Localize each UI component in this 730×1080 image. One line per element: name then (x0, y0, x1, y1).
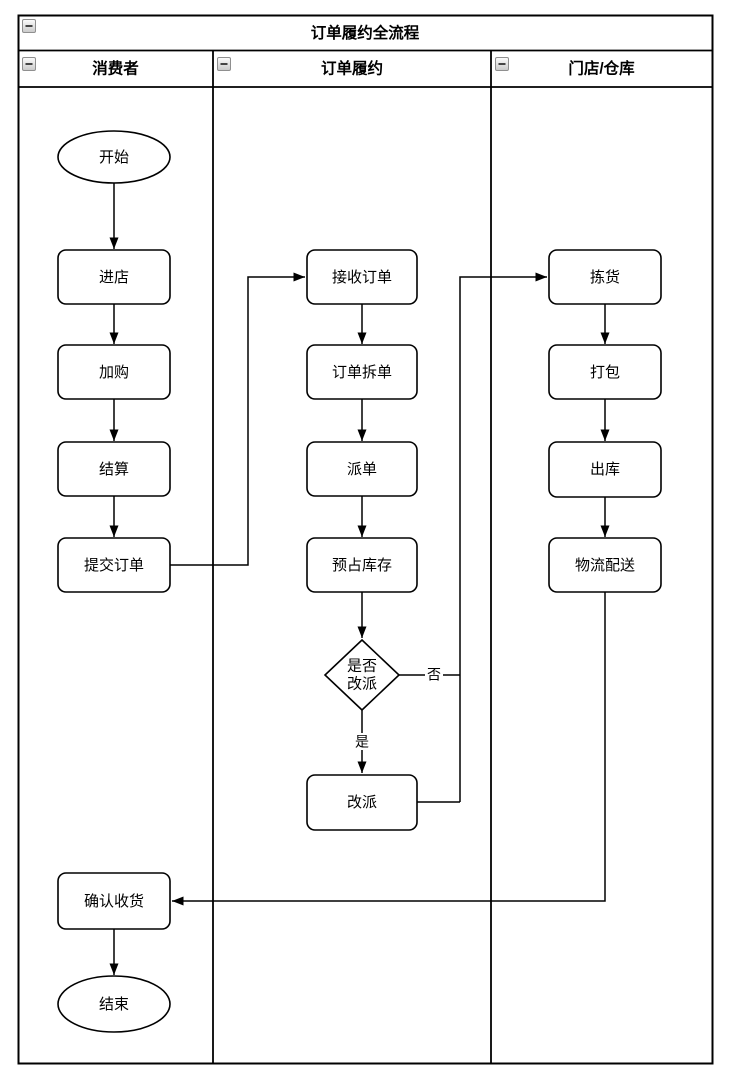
pool-title: 订单履约全流程 (311, 23, 420, 42)
node-add-to-cart[interactable]: 加购 (57, 344, 171, 400)
edge-label-yes: 是 (353, 733, 371, 750)
node-reserve-inventory-label: 预占库存 (332, 557, 392, 574)
node-dispatch[interactable]: 派单 (306, 441, 418, 497)
node-outbound-label: 出库 (590, 461, 620, 478)
edge-label-yes-text: 是 (355, 734, 369, 750)
node-checkout-label: 结算 (99, 460, 129, 478)
collapse-lane-store-icon[interactable] (495, 57, 509, 71)
packing-box[interactable] (548, 344, 662, 400)
end-ellipse[interactable] (57, 975, 171, 1033)
node-logistics-delivery-label: 物流配送 (575, 557, 635, 574)
node-reassign-decision-label-line2: 改派 (347, 676, 377, 693)
outbound-box[interactable] (548, 441, 662, 498)
split-order-box[interactable] (306, 344, 418, 400)
node-start[interactable]: 开始 (57, 130, 171, 184)
node-reassign-label: 改派 (347, 794, 377, 811)
edge-submit-order-to-receive-order (170, 272, 305, 566)
logistics-delivery-box[interactable] (548, 537, 662, 593)
edge-label-no: 否 (425, 666, 443, 683)
reserve-inventory-box[interactable] (306, 537, 418, 593)
lane-header-fulfillment[interactable]: 订单履约 (321, 59, 383, 78)
node-outbound[interactable]: 出库 (548, 441, 662, 498)
node-confirm-receipt[interactable]: 确认收货 (57, 872, 171, 930)
node-reassign-decision-label-line1: 是否 (347, 658, 377, 675)
node-split-order[interactable]: 订单拆单 (306, 344, 418, 400)
node-reassign[interactable]: 改派 (306, 774, 418, 831)
enter-store-box[interactable] (57, 249, 171, 305)
node-enter-store[interactable]: 进店 (57, 249, 171, 305)
node-picking[interactable]: 拣货 (548, 249, 662, 305)
pool: 订单履约全流程 消费者 订单履约 门店/仓库 (17, 14, 714, 1065)
checkout-box[interactable] (57, 441, 171, 497)
submit-order-box[interactable] (57, 537, 171, 593)
node-dispatch-label: 派单 (347, 461, 377, 478)
node-end-label: 结束 (99, 996, 129, 1013)
picking-box[interactable] (548, 249, 662, 305)
collapse-pool-icon[interactable] (22, 19, 36, 33)
edge-label-no-bg (425, 666, 443, 683)
node-submit-order[interactable]: 提交订单 (57, 537, 171, 593)
receive-order-box[interactable] (306, 249, 418, 305)
confirm-receipt-box[interactable] (57, 872, 171, 930)
start-ellipse[interactable] (57, 130, 171, 184)
reassign-box[interactable] (306, 774, 418, 831)
reassign-decision-diamond[interactable] (323, 638, 401, 712)
node-submit-order-label: 提交订单 (84, 556, 144, 574)
collapse-lane-consumer-icon[interactable] (22, 57, 36, 71)
node-checkout[interactable]: 结算 (57, 441, 171, 497)
node-receive-order[interactable]: 接收订单 (306, 249, 418, 305)
add-to-cart-box[interactable] (57, 344, 171, 400)
node-enter-store-label: 进店 (99, 269, 129, 286)
node-add-to-cart-label: 加购 (99, 364, 129, 381)
dispatch-box[interactable] (306, 441, 418, 497)
node-receive-order-label: 接收订单 (332, 269, 392, 286)
edge-delivery-to-confirm-receipt (172, 592, 606, 906)
node-logistics-delivery[interactable]: 物流配送 (548, 537, 662, 593)
edge-label-no-text: 否 (427, 667, 441, 683)
node-picking-label: 拣货 (590, 269, 620, 286)
edge-merge-to-picking (459, 272, 547, 802)
node-reassign-decision[interactable]: 是否 改派 (323, 638, 401, 712)
lane-header-store-warehouse[interactable]: 门店/仓库 (568, 59, 635, 78)
node-reserve-inventory[interactable]: 预占库存 (306, 537, 418, 593)
node-packing-label: 打包 (590, 364, 620, 381)
node-confirm-receipt-label: 确认收货 (84, 893, 144, 910)
node-split-order-label: 订单拆单 (332, 364, 392, 381)
collapse-lane-fulfillment-icon[interactable] (217, 57, 231, 71)
node-start-label: 开始 (99, 149, 129, 166)
lane-header-consumer[interactable]: 消费者 (92, 59, 139, 78)
edge-label-yes-bg (353, 733, 371, 750)
pool-border (17, 14, 714, 1065)
edges (109, 183, 610, 975)
node-packing[interactable]: 打包 (548, 344, 662, 400)
node-end[interactable]: 结束 (57, 975, 171, 1033)
